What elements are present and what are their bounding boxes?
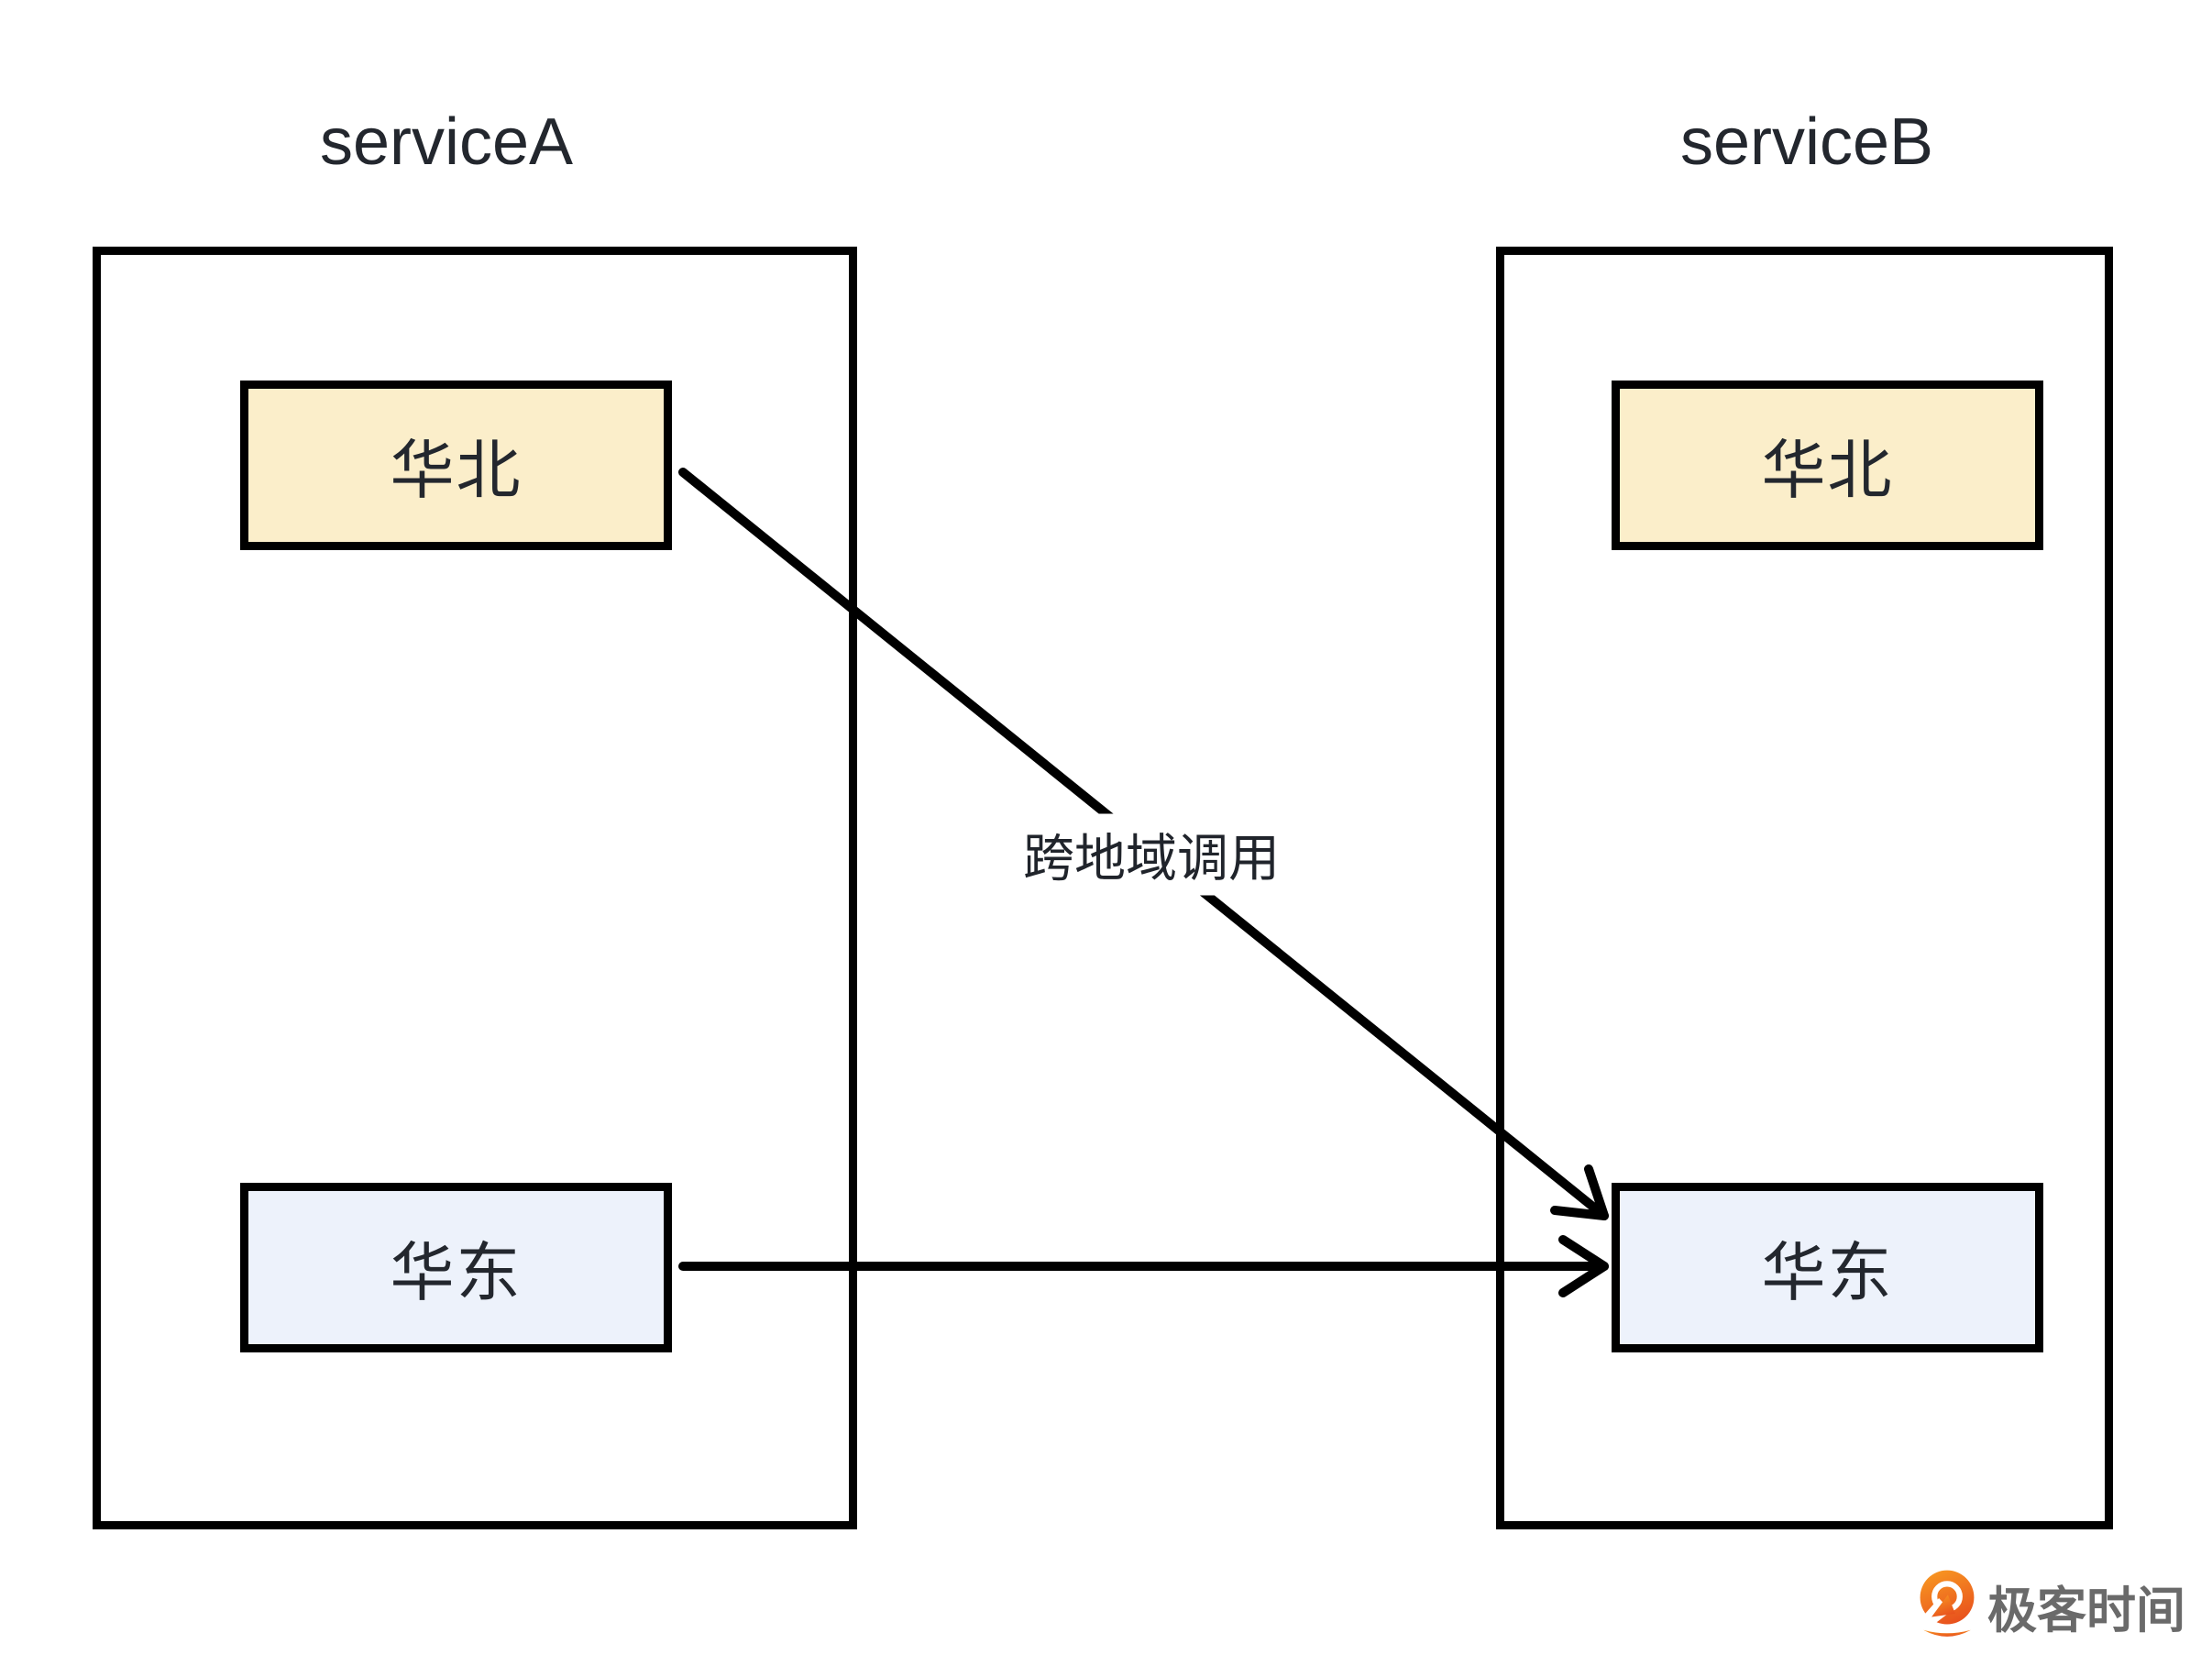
service-b-region-east: 华东	[1612, 1183, 2043, 1352]
geektime-logo: 极客时间	[1916, 1568, 2185, 1643]
service-a-region-east: 华东	[240, 1183, 672, 1352]
cross-region-call-label: 跨地域调用	[1014, 813, 1289, 896]
service-b-title: serviceB	[1679, 105, 1934, 179]
region-label-a-east: 华东	[390, 1237, 523, 1308]
region-label-b-east: 华东	[1761, 1237, 1894, 1308]
region-label-a-north: 华北	[390, 435, 523, 506]
geektime-logo-text: 极客时间	[1987, 1583, 2185, 1638]
service-a-title: serviceA	[319, 105, 574, 179]
region-label-b-north: 华北	[1761, 435, 1894, 506]
geektime-icon	[1920, 1570, 1975, 1637]
service-a-region-north: 华北	[240, 381, 672, 550]
service-b-region-north: 华北	[1612, 381, 2043, 550]
